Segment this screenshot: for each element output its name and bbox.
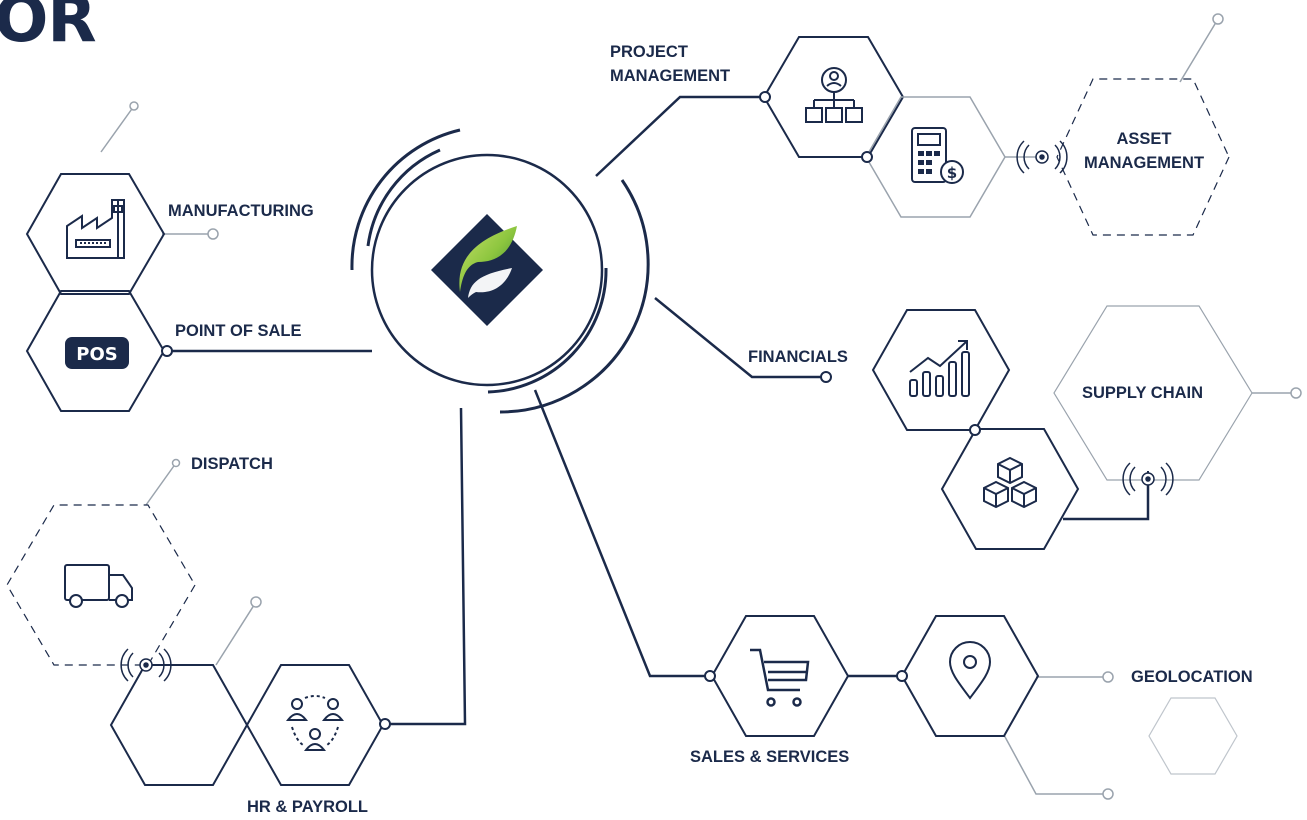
label-hr-payroll: HR & PAYROLL xyxy=(247,798,369,816)
factory-icon xyxy=(66,199,125,259)
signal-target-supply xyxy=(1122,462,1174,496)
growth-chart-icon xyxy=(909,340,970,397)
location-pin-icon xyxy=(948,641,992,700)
gray-connectors xyxy=(100,18,1296,795)
signal-target-asset xyxy=(1016,140,1068,174)
boxes-icon xyxy=(983,456,1037,509)
signal-target-dispatch xyxy=(120,648,172,682)
calculator-dollar-icon: $ xyxy=(911,127,964,184)
hex-financials xyxy=(871,309,1011,431)
hex-hr-empty xyxy=(109,664,249,786)
truck-icon xyxy=(64,564,133,608)
label-sales-services: SALES & SERVICES xyxy=(690,748,850,766)
hex-boxes xyxy=(940,428,1080,550)
hex-hr-payroll xyxy=(245,664,385,786)
label-dispatch: DISPATCH xyxy=(191,455,273,473)
brand-logo-icon xyxy=(431,214,543,326)
hex-supply-chain xyxy=(1053,305,1253,481)
shopping-cart-icon xyxy=(750,648,810,707)
hex-manufacturing xyxy=(25,173,166,295)
label-geolocation: GEOLOCATION xyxy=(1131,668,1253,686)
team-icon xyxy=(285,695,345,751)
label-project-management: PROJECT MANAGEMENT xyxy=(610,43,731,85)
gray-nodes xyxy=(129,13,1302,800)
label-asset-management: ASSET MANAGEMENT xyxy=(1083,130,1205,172)
hex-asset-management xyxy=(1056,78,1230,236)
hex-dispatch xyxy=(6,504,196,666)
label-manufacturing: MANUFACTURING xyxy=(168,202,314,220)
hex-calculator xyxy=(865,96,1006,218)
org-chart-icon xyxy=(805,67,863,123)
hex-geolocation xyxy=(900,615,1040,737)
label-supply-chain: SUPPLY CHAIN xyxy=(1082,384,1204,402)
label-financials: FINANCIALS xyxy=(748,348,848,366)
connector-lines xyxy=(167,95,1150,726)
page-title-fragment: OR xyxy=(0,0,97,57)
svg-text:$: $ xyxy=(947,164,957,182)
central-hub xyxy=(350,128,650,414)
hex-point-of-sale xyxy=(25,290,166,412)
pos-badge-text: POS xyxy=(76,344,117,365)
hex-sales-services xyxy=(710,615,850,737)
connector-nodes xyxy=(161,91,981,730)
hex-small-gray xyxy=(1148,697,1238,775)
pos-badge-icon: POS xyxy=(65,337,129,369)
label-point-of-sale: POINT OF SALE xyxy=(175,322,302,340)
